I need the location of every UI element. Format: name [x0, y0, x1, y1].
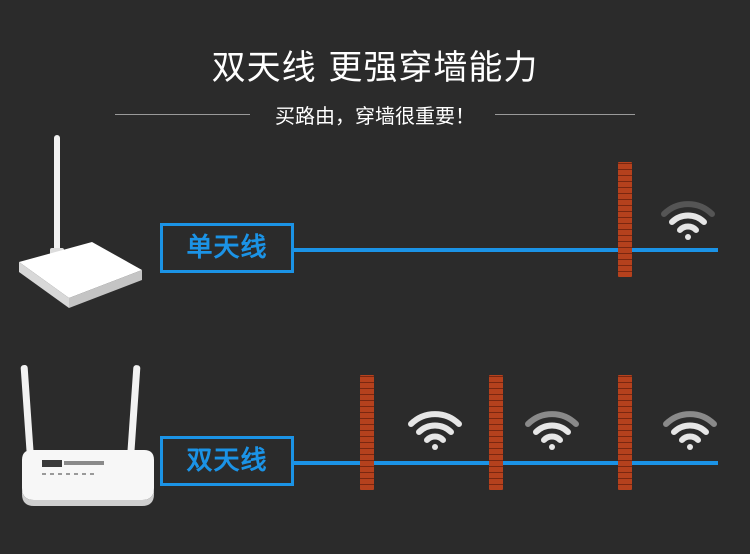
subtitle-row: 买路由，穿墙很重要！	[0, 100, 750, 130]
wifi-icon	[525, 411, 579, 450]
wifi-icon	[661, 201, 715, 240]
dual-antenna-signal-line	[294, 461, 718, 465]
page-title: 双天线 更强穿墙能力	[211, 48, 539, 88]
dual-antenna-router-icon	[20, 365, 154, 506]
wifi-icon	[408, 411, 462, 450]
wifi-icon	[663, 411, 717, 450]
brick-wall-icon	[360, 375, 374, 490]
divider-right	[495, 114, 635, 115]
brick-wall-icon	[618, 162, 632, 277]
dual-antenna-label: 双天线	[160, 436, 294, 486]
brick-wall-icon	[489, 375, 503, 490]
divider-left	[115, 114, 250, 115]
single-antenna-router-icon	[19, 135, 142, 308]
brick-wall-icon	[618, 375, 632, 490]
single-antenna-signal-line	[294, 248, 718, 252]
single-antenna-label: 单天线	[160, 223, 294, 273]
page-subtitle: 买路由，穿墙很重要！	[275, 104, 475, 128]
